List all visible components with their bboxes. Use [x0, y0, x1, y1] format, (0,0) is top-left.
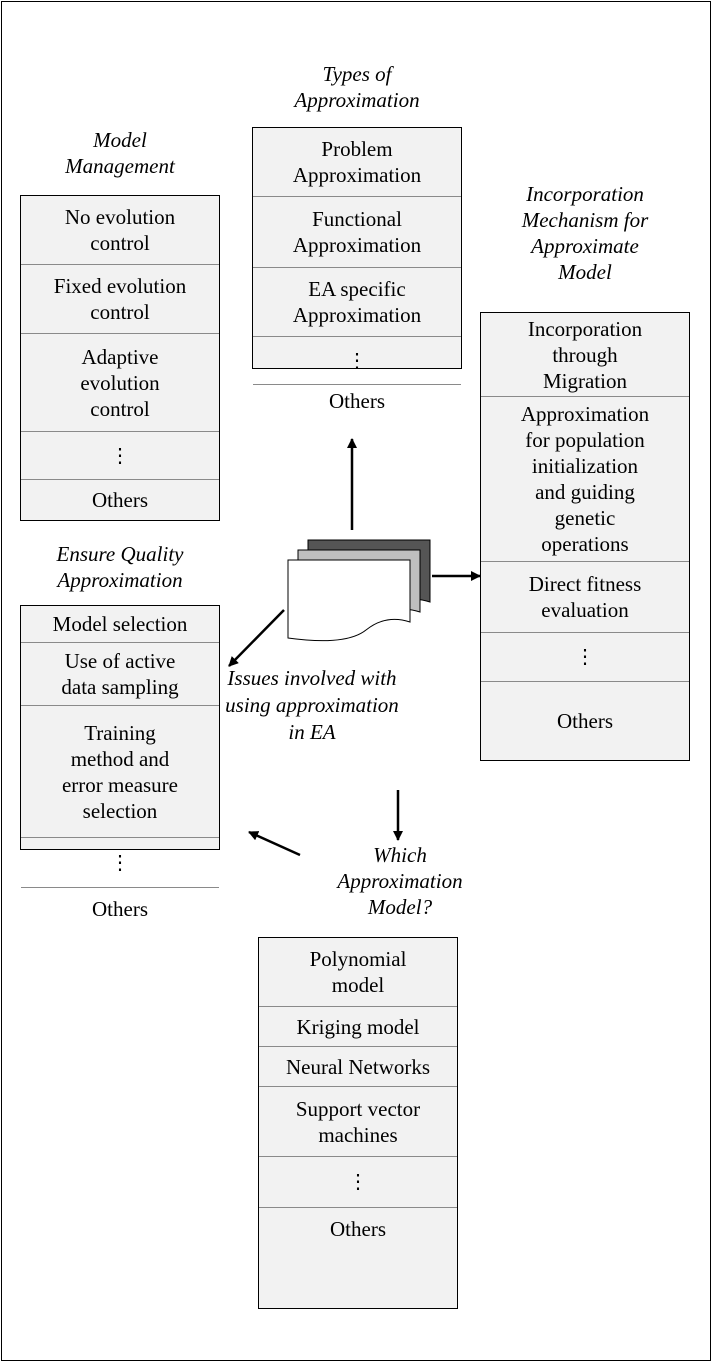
- types-title: Types of Approximation: [294, 62, 420, 112]
- quality-item-ellipsis: ⋮: [21, 838, 219, 888]
- types-item: EA specific Approximation: [253, 268, 461, 337]
- model-management-item: Others: [92, 487, 148, 512]
- incorporation-item: Direct fitness evaluation: [481, 562, 689, 633]
- quality-item: Use of active data sampling: [21, 643, 219, 706]
- types-item: Problem Approximation: [253, 128, 461, 197]
- which-model-item: Support vector machines: [259, 1087, 457, 1157]
- incorporation-item-ellipsis: ⋮: [481, 633, 689, 682]
- types-item: Others: [329, 388, 385, 413]
- which-model-title: Which Approximation Model?: [337, 843, 463, 919]
- incorporation-group: Incorporation through Migration Approxim…: [480, 312, 690, 761]
- which-model-item-ellipsis: ⋮: [259, 1157, 457, 1208]
- incorporation-item: Incorporation through Migration: [481, 313, 689, 397]
- quality-item: Others: [92, 896, 148, 921]
- model-management-item: No evolution control: [21, 196, 219, 265]
- quality-item: Model selection: [21, 606, 219, 643]
- types-item: Functional Approximation: [253, 197, 461, 268]
- model-management-item-ellipsis: ⋮: [21, 432, 219, 480]
- model-management-title: Model Management: [65, 128, 175, 178]
- model-management-item: Fixed evolution control: [21, 265, 219, 334]
- which-model-item: Neural Networks: [259, 1047, 457, 1087]
- model-management-item: Adaptive evolution control: [21, 334, 219, 432]
- which-model-item: Polynomial model: [259, 938, 457, 1007]
- which-model-item: Others: [330, 1216, 386, 1241]
- quality-group: Model selection Use of active data sampl…: [20, 605, 220, 921]
- types-group: Problem Approximation Functional Approxi…: [252, 127, 462, 413]
- incorporation-item: Others: [557, 709, 613, 733]
- center-label: Issues involved with using approximation…: [225, 666, 399, 744]
- document-stack-icon: [287, 539, 431, 642]
- incorporation-title: Incorporation Mechanism for Approximate …: [521, 182, 649, 284]
- incorporation-item: Approximation for population initializat…: [481, 397, 689, 562]
- which-model-group: Polynomial model Kriging model Neural Ne…: [258, 937, 458, 1309]
- quality-title: Ensure Quality Approximation: [56, 542, 184, 592]
- types-item-ellipsis: ⋮: [253, 337, 461, 385]
- quality-item: Training method and error measure select…: [21, 706, 219, 838]
- which-model-item: Kriging model: [259, 1007, 457, 1047]
- model-management-group: No evolution control Fixed evolution con…: [20, 195, 220, 521]
